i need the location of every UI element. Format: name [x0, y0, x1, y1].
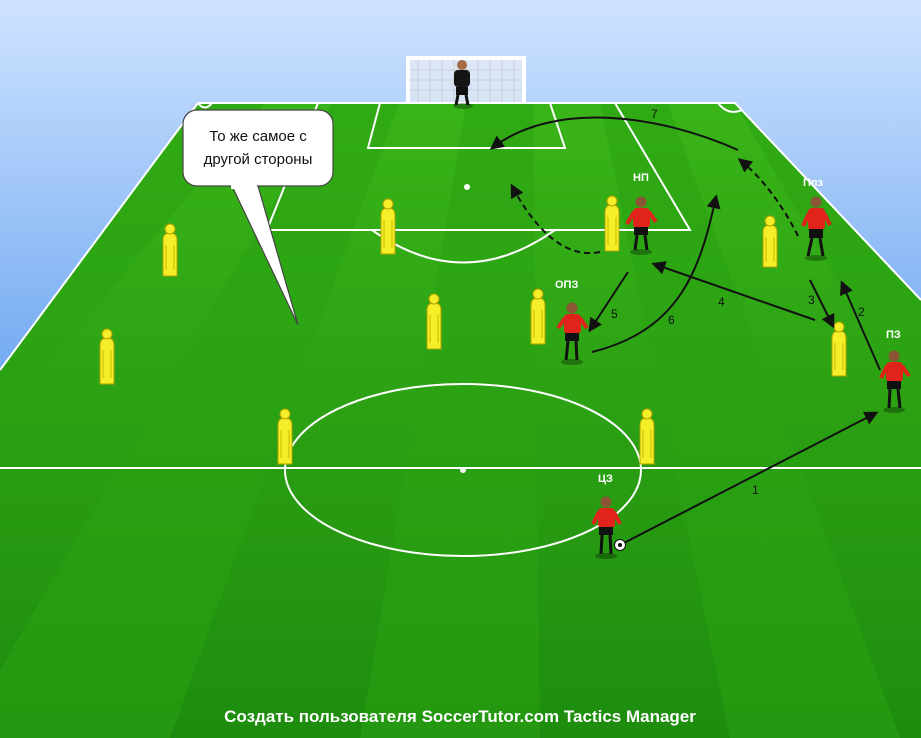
move-number-1: 1	[752, 483, 759, 497]
mannequin-10	[831, 321, 847, 377]
player-label-pz: ПЗ	[886, 329, 901, 341]
move-number-6: 6	[668, 313, 675, 327]
penalty-spot	[464, 184, 470, 190]
player-pz	[879, 350, 911, 413]
mannequin-5	[762, 215, 778, 268]
arrow-2	[840, 280, 881, 371]
mannequin-9	[639, 408, 655, 465]
goalkeeper	[453, 60, 473, 109]
arrow-7	[489, 116, 739, 151]
arrow-4	[651, 261, 816, 321]
mannequin-7	[530, 288, 546, 345]
callout: То же самое с другой стороны	[182, 109, 334, 326]
footer-watermark: Создать пользователя SoccerTutor.com Tac…	[224, 707, 696, 726]
mannequin-3	[380, 198, 396, 255]
arrow-dashed-np	[510, 183, 601, 255]
callout-line-1: То же самое с	[209, 128, 307, 145]
arrow-1	[619, 411, 879, 546]
player-label-cz: ЦЗ	[598, 473, 613, 485]
callout-bubble	[182, 109, 334, 187]
move-number-3: 3	[808, 293, 815, 307]
move-number-2: 2	[858, 305, 865, 319]
arrow-3	[809, 279, 835, 329]
move-number-5: 5	[611, 307, 618, 321]
arrow-5	[588, 271, 629, 333]
mannequin-1	[162, 223, 178, 277]
ball	[614, 539, 626, 551]
player-np	[625, 196, 658, 255]
player-label-opz: ОПЗ	[555, 279, 578, 291]
move-number-7: 7	[651, 107, 658, 121]
arrow-6	[591, 194, 721, 353]
callout-line-2: другой стороны	[204, 151, 313, 168]
mannequin-8	[277, 408, 293, 465]
mannequin-4	[604, 195, 620, 252]
player-label-np: НП	[633, 172, 649, 184]
centre-spot	[460, 467, 466, 473]
player-opz	[556, 302, 589, 365]
player-ppz	[801, 196, 832, 261]
mannequin-2	[99, 328, 115, 385]
movement-arrows	[489, 116, 881, 546]
mannequin-6	[426, 293, 442, 350]
player-cz	[591, 496, 622, 559]
player-label-ppz: Ппз	[803, 177, 824, 189]
move-number-4: 4	[718, 295, 725, 309]
